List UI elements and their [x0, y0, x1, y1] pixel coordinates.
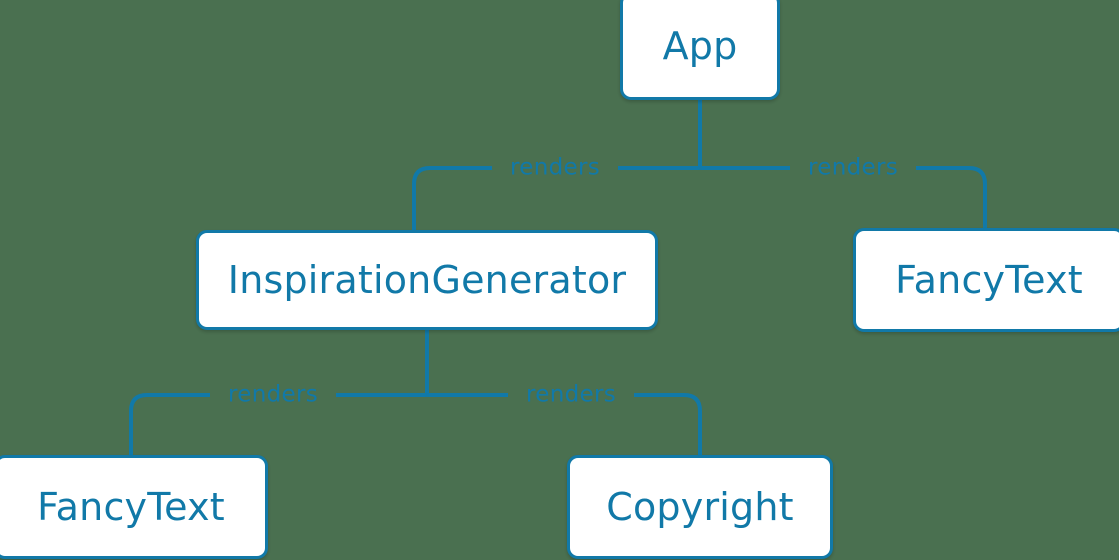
node-app[interactable]: App — [620, 0, 780, 100]
node-fancytext-right[interactable]: FancyText — [853, 228, 1119, 332]
node-copyright-label: Copyright — [606, 485, 794, 529]
edge-label-inspirationgenerator-to-fancytext-bottom: renders — [228, 381, 318, 408]
edge-inspirationgenerator-to-copyright — [427, 393, 702, 457]
edge-label-inspirationgenerator-to-copyright: renders — [526, 381, 616, 408]
node-app-label: App — [662, 24, 738, 68]
node-fancytext-right-label: FancyText — [895, 258, 1083, 302]
node-fancytext-bottom[interactable]: FancyText — [0, 455, 268, 559]
node-inspiration-generator[interactable]: InspirationGenerator — [196, 230, 658, 330]
edge-app-to-fancytext-right — [700, 166, 987, 230]
edge-app-to-inspirationgenerator — [412, 166, 700, 232]
node-fancytext-bottom-label: FancyText — [37, 485, 225, 529]
node-copyright[interactable]: Copyright — [567, 455, 833, 559]
edge-label-app-to-inspirationgenerator: renders — [510, 154, 600, 181]
node-inspiration-generator-label: InspirationGenerator — [227, 258, 627, 302]
edge-inspirationgenerator-to-fancytext-bottom — [129, 393, 427, 457]
edge-label-app-to-fancytext-right: renders — [808, 154, 898, 181]
